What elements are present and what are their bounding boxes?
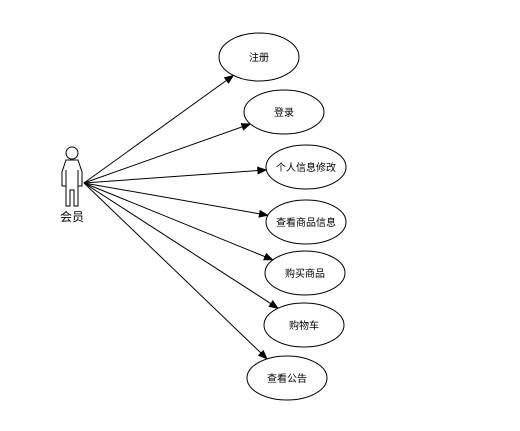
use-case[interactable]: 查看商品信息 bbox=[265, 199, 347, 245]
use-case-label: 个人信息修改 bbox=[276, 161, 336, 174]
use-case-ellipse bbox=[264, 250, 346, 296]
use-case[interactable]: 注册 bbox=[218, 32, 300, 82]
use-case-ellipse bbox=[243, 89, 325, 135]
use-case[interactable]: 查看公告 bbox=[246, 355, 328, 401]
use-case-label: 查看商品信息 bbox=[276, 216, 336, 229]
use-case-ellipse bbox=[265, 144, 347, 190]
use-case-ellipse bbox=[263, 302, 345, 348]
association-line bbox=[83, 123, 252, 184]
association-line bbox=[83, 182, 269, 218]
association-line bbox=[83, 182, 274, 261]
use-case[interactable]: 登录 bbox=[243, 89, 325, 135]
actor-member[interactable]: 会员 bbox=[60, 146, 84, 224]
use-case-label: 购物车 bbox=[289, 319, 319, 332]
use-case-ellipse bbox=[218, 32, 300, 82]
association-line bbox=[83, 74, 235, 184]
use-case[interactable]: 个人信息修改 bbox=[265, 144, 347, 190]
use-case[interactable]: 购买商品 bbox=[264, 250, 346, 296]
stick-figure-icon bbox=[61, 146, 83, 207]
association-line bbox=[83, 182, 268, 360]
association-line bbox=[83, 182, 279, 309]
association-line bbox=[83, 166, 268, 184]
use-case[interactable]: 购物车 bbox=[263, 302, 345, 348]
association-lines bbox=[83, 74, 279, 360]
use-case-ellipse bbox=[265, 199, 347, 245]
use-case-label: 登录 bbox=[274, 106, 294, 119]
use-case-label: 注册 bbox=[249, 51, 269, 64]
use-case-ellipse bbox=[246, 355, 328, 401]
use-case-label: 购买商品 bbox=[285, 267, 325, 280]
actor-label: 会员 bbox=[60, 210, 84, 224]
use-case-label: 查看公告 bbox=[267, 372, 307, 385]
